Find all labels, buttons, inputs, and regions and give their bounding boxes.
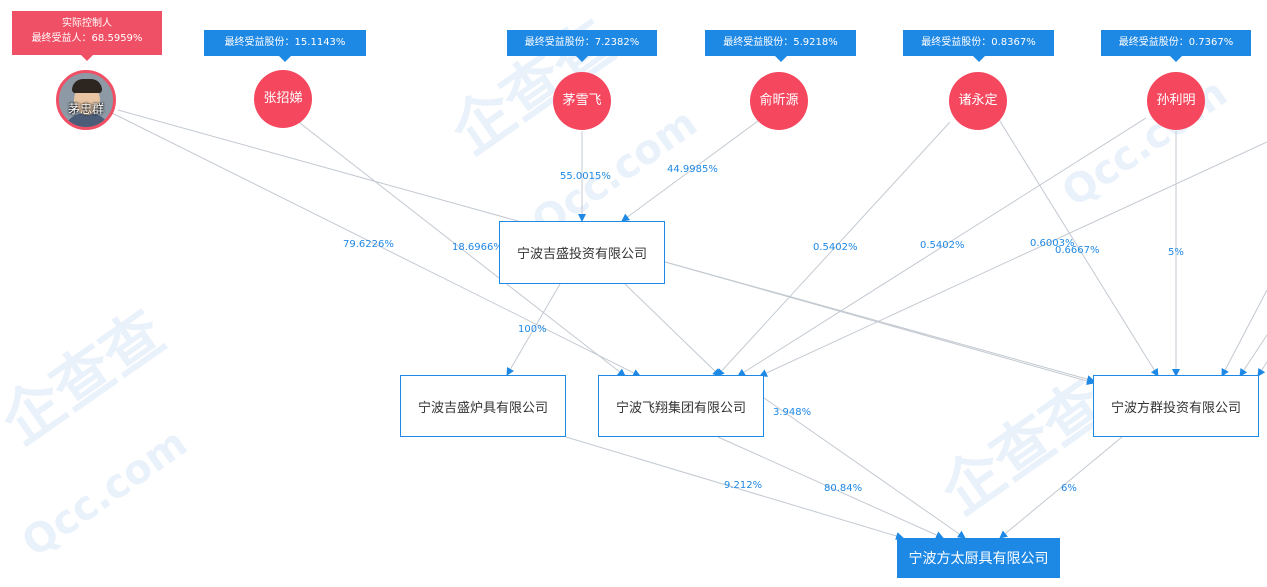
controller-tag-title: 实际控制人 — [62, 18, 112, 29]
edge-right-to-fangqun-1 — [1221, 289, 1267, 377]
share-tag-maoxuefei: 最终受益股份：7.2382% — [507, 30, 657, 62]
pct-jisheng-to-target: 3.948% — [773, 407, 811, 418]
pct-zhang-to-feixiang: 18.6966% — [452, 242, 503, 253]
edge-yu-to-jisheng — [621, 117, 763, 222]
company-fangqun[interactable]: 宁波方群投资有限公司 — [1093, 375, 1259, 437]
edge-right-to-feixiang — [759, 141, 1267, 377]
avatar-shirt — [63, 113, 111, 127]
pct-stove-to-target: 9.212% — [724, 480, 762, 491]
pct-mao-to-feixiang: 79.6226% — [343, 239, 394, 250]
company-jisheng-stove[interactable]: 宁波吉盛炉具有限公司 — [400, 375, 566, 437]
pct-sun-to-fangqun: 5% — [1168, 247, 1184, 258]
edge-feixiang-to-target — [717, 436, 944, 539]
pct-yu-to-jisheng: 44.9985% — [667, 164, 718, 175]
pct-maoxuefei-to-jisheng: 55.0015% — [560, 171, 611, 182]
edge-zhang-to-feixiang — [295, 119, 626, 377]
edge-stove-to-target — [565, 436, 904, 540]
share-tag-zhuyongding: 最终受益股份：0.8367% — [903, 30, 1054, 62]
person-maosiqun-avatar[interactable]: 茅忠群 — [56, 70, 116, 130]
edge-jisheng-to-feixiang — [624, 283, 721, 377]
edge-zhu-to-fangqun — [997, 117, 1159, 377]
pct-sun-to-feixiang: 0.5402% — [920, 240, 965, 251]
edge-zhu-to-feixiang — [716, 121, 951, 377]
company-feixiang[interactable]: 宁波飞翔集团有限公司 — [598, 375, 764, 437]
person-sunliming[interactable]: 孙利明 — [1147, 72, 1205, 130]
company-target[interactable]: 宁波方太厨具有限公司 — [897, 538, 1060, 578]
person-yuxinyuan[interactable]: 俞昕源 — [750, 72, 808, 130]
share-tag-zhangzhaodi: 最终受益股份：15.1143% — [204, 30, 366, 62]
edge-jisheng-to-stove — [506, 283, 561, 376]
controller-tag: 实际控制人 最终受益人：68.5959% — [12, 11, 162, 61]
share-tag-yuxinyuan: 最终受益股份：5.9218% — [705, 30, 856, 62]
person-name: 茅忠群 — [67, 102, 104, 116]
edge-right-to-fangqun-3 — [1257, 361, 1267, 377]
pct-fangqun-to-target: 6% — [1061, 483, 1077, 494]
person-maoxuefei[interactable]: 茅雪飞 — [553, 72, 611, 130]
edge-right-to-fangqun-2 — [1239, 334, 1267, 377]
pct-jisheng-to-stove: 100% — [518, 324, 547, 335]
company-jisheng-invest[interactable]: 宁波吉盛投资有限公司 — [499, 221, 665, 284]
person-zhuyongding[interactable]: 诸永定 — [949, 72, 1007, 130]
edge-sun-to-feixiang — [737, 117, 1147, 377]
person-zhangzhaodi[interactable]: 张招娣 — [254, 70, 312, 128]
edge-jisheng-to-target — [763, 397, 966, 539]
pct-feixiang-to-target: 80.84% — [824, 483, 862, 494]
pct-zhu-to-feixiang: 0.5402% — [813, 242, 858, 253]
edge-fangqun-to-target — [999, 436, 1123, 539]
pct-zhu-to-fangqun-a: 0.6003% — [1030, 238, 1075, 249]
pct-zhu-to-fangqun-b: 0.6667% — [1055, 245, 1100, 256]
avatar-hair — [72, 79, 102, 93]
controller-tag-share: 最终受益人：68.5959% — [31, 33, 143, 44]
share-tag-sunliming: 最终受益股份：0.7367% — [1101, 30, 1251, 62]
edge-jisheng-to-fangqun — [664, 261, 1095, 385]
edge-mao-to-feixiang — [111, 112, 641, 377]
